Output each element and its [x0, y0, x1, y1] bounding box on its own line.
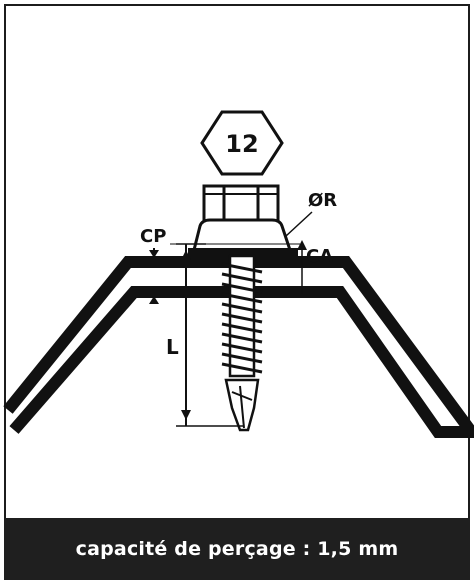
diameter-label: ØR — [308, 190, 337, 211]
screw-shank — [221, 254, 263, 432]
washer-gasket — [188, 248, 298, 256]
length-label: L — [166, 335, 179, 359]
roof-sheet-inner — [9, 286, 474, 438]
hex-nut — [202, 184, 280, 224]
hex-badge — [200, 110, 284, 176]
cp-label: CP — [140, 226, 166, 247]
washer — [192, 218, 293, 252]
caption-bar: capacité de perçage : 1,5 mm — [4, 518, 470, 580]
ca-label: CA — [306, 246, 333, 267]
drilling-capacity-caption: capacité de perçage : 1,5 mm — [75, 538, 399, 560]
screw-diagram: 12 L CP CA ØR — [3, 110, 474, 438]
hex-number: 12 — [225, 130, 258, 158]
